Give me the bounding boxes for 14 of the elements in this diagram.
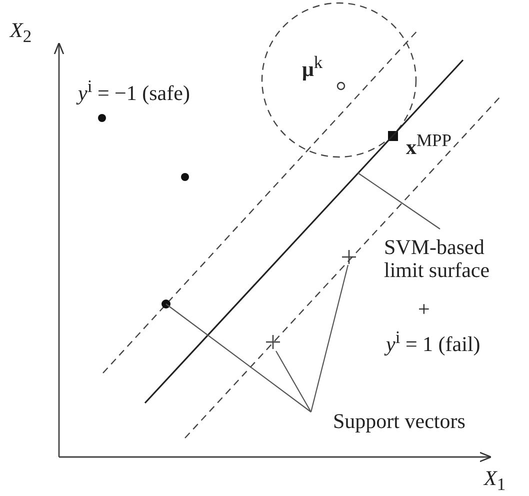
axis-label: X$_{1}$ — [484, 466, 506, 496]
class-label: y$^{i}$ = 1 (fail) — [386, 326, 480, 356]
point-label: x$^{MPP}$ — [406, 129, 452, 159]
class-symbol: + — [418, 297, 430, 321]
axis-label: X$_{2}$ — [10, 18, 32, 48]
callout-label: Support vectors — [306, 406, 503, 433]
callout-label: SVM-based limit surface — [384, 236, 524, 282]
leader-line — [276, 350, 312, 412]
support-vector-point — [162, 300, 170, 308]
point-label: μ$^{k}$ — [302, 51, 323, 81]
leader-line — [358, 172, 440, 230]
class-label: y$^{i}$ = −1 (safe) — [78, 75, 190, 105]
leader-line — [166, 304, 312, 412]
leader-line — [310, 264, 349, 412]
